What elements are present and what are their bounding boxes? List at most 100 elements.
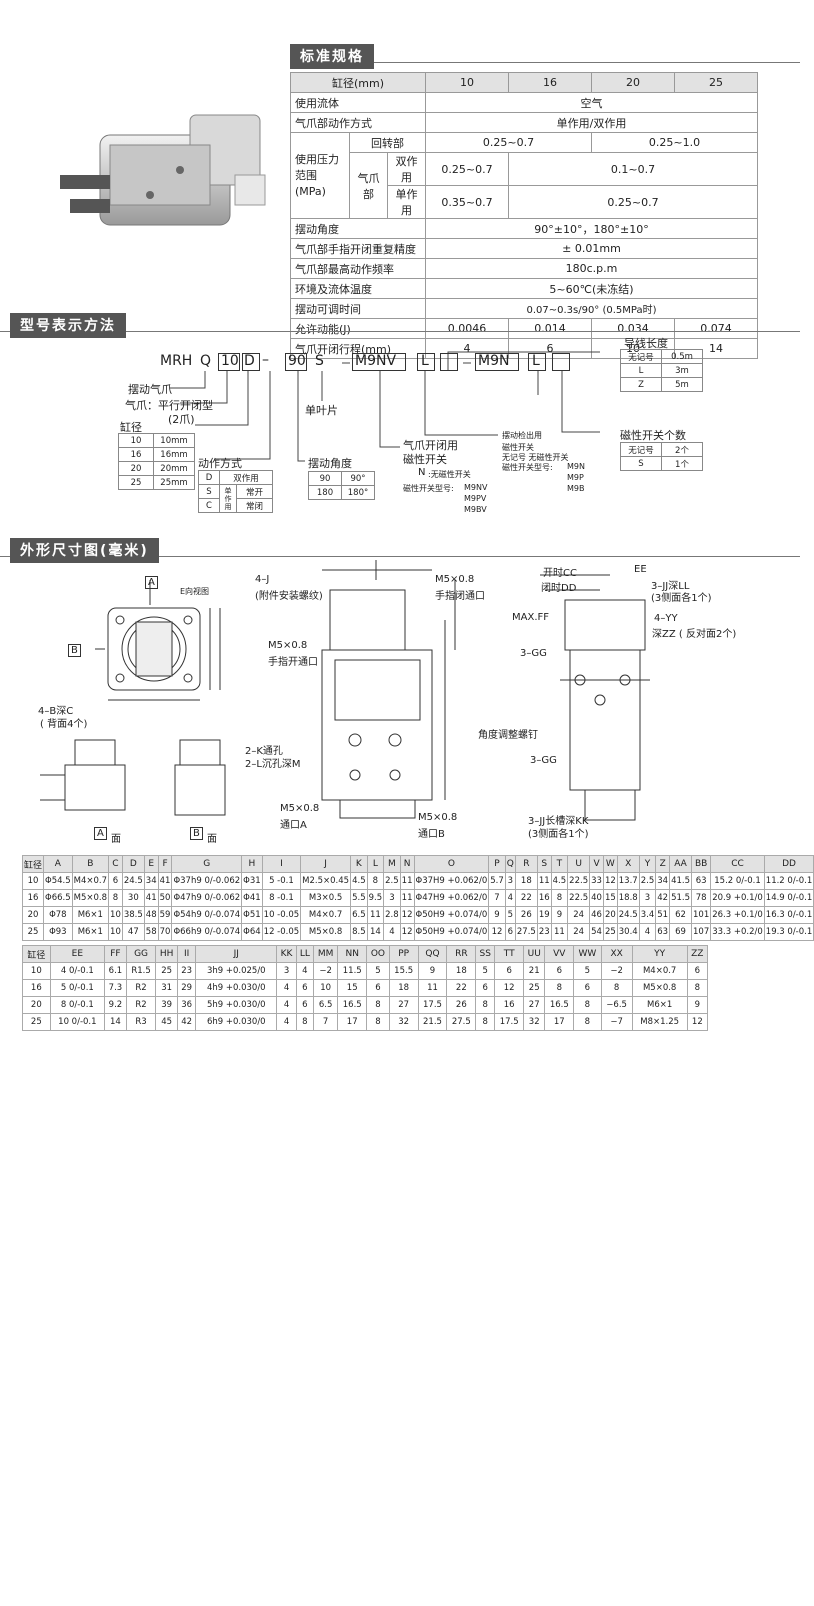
dim-cell: 4.5 — [550, 872, 569, 890]
sw-model-1: M9NV — [464, 483, 488, 492]
model-diagram: MRH Q 10 D – 90 S M9NV L M9N L 摆动气爪 气爪：平… — [0, 335, 800, 525]
dim-cell: 8 — [366, 996, 390, 1014]
dim-cell: 51 — [655, 906, 671, 924]
dim-cell: 6 — [108, 872, 123, 890]
dim-cell: 42 — [655, 889, 671, 907]
dim-cell: 33.3 +0.2/0 — [710, 923, 765, 941]
dim-cell: 15 — [602, 889, 618, 907]
dim-cell: 30.4 — [616, 923, 640, 941]
spec-freq-label: 气爪部最高动作频率 — [290, 258, 426, 279]
spec-double-b: 0.1~0.7 — [508, 152, 758, 186]
dim-cell: Φ37h9 0/-0.062 — [171, 872, 243, 890]
dim-cell: 20 — [22, 996, 51, 1014]
action-code: C — [198, 498, 220, 513]
dim-cell: 11 — [366, 906, 385, 924]
view-b-marker: B — [68, 644, 81, 657]
dim-cell: 2.5 — [638, 872, 657, 890]
spec-row: 气爪部动作方式 单作用/双作用 — [290, 112, 758, 133]
dim-cell: 20 — [602, 906, 618, 924]
dim-cell: −2 — [600, 962, 633, 980]
open-m5-label: M5×0.8 — [268, 640, 308, 651]
action-code: D — [198, 470, 220, 485]
det-models-label: 磁性开关型号: — [502, 463, 553, 472]
dim-cell: R3 — [125, 1013, 157, 1031]
model-connector-lines — [170, 351, 600, 462]
dim-cell: 47 — [121, 923, 145, 941]
dim-cell: 50 — [157, 889, 173, 907]
dim-cell: 10 — [21, 872, 45, 890]
dim-cell: 16.3 0/-0.1 — [763, 906, 814, 924]
dim-cell: 2.8 — [383, 906, 401, 924]
spec-row: 摆动可调时间 0.07~0.3s/90° (0.5MPa时) — [290, 298, 758, 319]
dim-header-cell: TT — [494, 945, 525, 963]
dim-cell: 22 — [446, 979, 477, 997]
spec-row: 单作用 0.35~0.7 0.25~0.7 — [291, 185, 758, 219]
dim-cell: 78 — [690, 889, 712, 907]
dim-cell: 25 — [155, 962, 179, 980]
port-b-label: 通口B — [418, 829, 445, 840]
e-view-label: E向视图 — [180, 587, 210, 596]
jj-kk-label: 3–JJ长槽深KK — [528, 816, 589, 827]
swing-value: 180° — [341, 485, 375, 500]
dim-cell: 6 — [573, 979, 602, 997]
dim-cell: 8 — [295, 1013, 314, 1031]
dim-cell: 59 — [157, 906, 173, 924]
model-section-header: 型号表示方法 — [0, 313, 800, 338]
code-l1: L — [421, 353, 429, 369]
code-box-action — [242, 353, 260, 371]
swing-code: 90 — [308, 471, 342, 486]
dim-cell: 69 — [669, 923, 692, 941]
dim-cell: 3h9 +0.025/0 — [195, 962, 278, 980]
dim-cell: 15 — [337, 979, 368, 997]
dim-cell: 38.5 — [121, 906, 145, 924]
dim-cell: 17.5 — [417, 996, 448, 1014]
dim-cell: 24.5 — [616, 906, 640, 924]
dim-cell: 107 — [690, 923, 712, 941]
dim-cell: 6.5 — [350, 906, 368, 924]
spec-row: 气爪部 双作用 0.25~0.7 0.1~0.7 — [291, 152, 758, 219]
dim-cell: 16.5 — [337, 996, 368, 1014]
dim-cell: 3.4 — [638, 906, 657, 924]
yy-label: 4–YY — [654, 613, 678, 624]
dim-cell: 15.2 0/-0.1 — [710, 872, 765, 890]
dim-header-cell: T — [550, 855, 569, 873]
j-hole-note: (附件安装螺纹) — [255, 591, 323, 602]
jj-ll-label: 3–JJ深LL — [651, 581, 690, 592]
dim-cell: R1.5 — [125, 962, 157, 980]
det-model-3: M9B — [567, 484, 585, 493]
dim-cell: 41 — [157, 872, 173, 890]
dim-header-cell: R — [514, 855, 538, 873]
code-90: 90 — [288, 353, 306, 369]
dim-cell: 9.5 — [366, 889, 385, 907]
bore-code: 10 — [118, 433, 154, 448]
b-depth-label: 4–B深C — [38, 706, 74, 717]
spec-single-a: 0.35~0.7 — [425, 185, 509, 219]
spec-bore-16: 16 — [508, 72, 592, 93]
dim-cell: 24.5 — [121, 872, 145, 890]
dim-cell: 8 — [475, 1013, 496, 1031]
spec-row: 使用流体 空气 — [290, 92, 758, 113]
dim-cell: 6 — [504, 923, 516, 941]
spec-bore-label: 缸径(mm) — [290, 72, 426, 93]
det-model-2: M9P — [567, 473, 584, 482]
count-value: 1个 — [661, 456, 703, 471]
dim-cell: 6 — [475, 979, 496, 997]
swing-title: 摆动角度 — [308, 457, 352, 470]
dimension-drawing: A E向视图 B 4–B深C ( 背面4个) A 面 B 面 4–J (附件安装… — [0, 560, 800, 850]
dim-cell: 8 — [108, 889, 123, 907]
dim-header-cell: II — [177, 945, 197, 963]
dim-cell: 17.5 — [494, 1013, 525, 1031]
dim-cell: 5 — [366, 962, 390, 980]
dim-header-cell: AA — [669, 855, 692, 873]
dim-cell: 46 — [589, 906, 604, 924]
j-hole-label: 4–J — [255, 574, 270, 585]
